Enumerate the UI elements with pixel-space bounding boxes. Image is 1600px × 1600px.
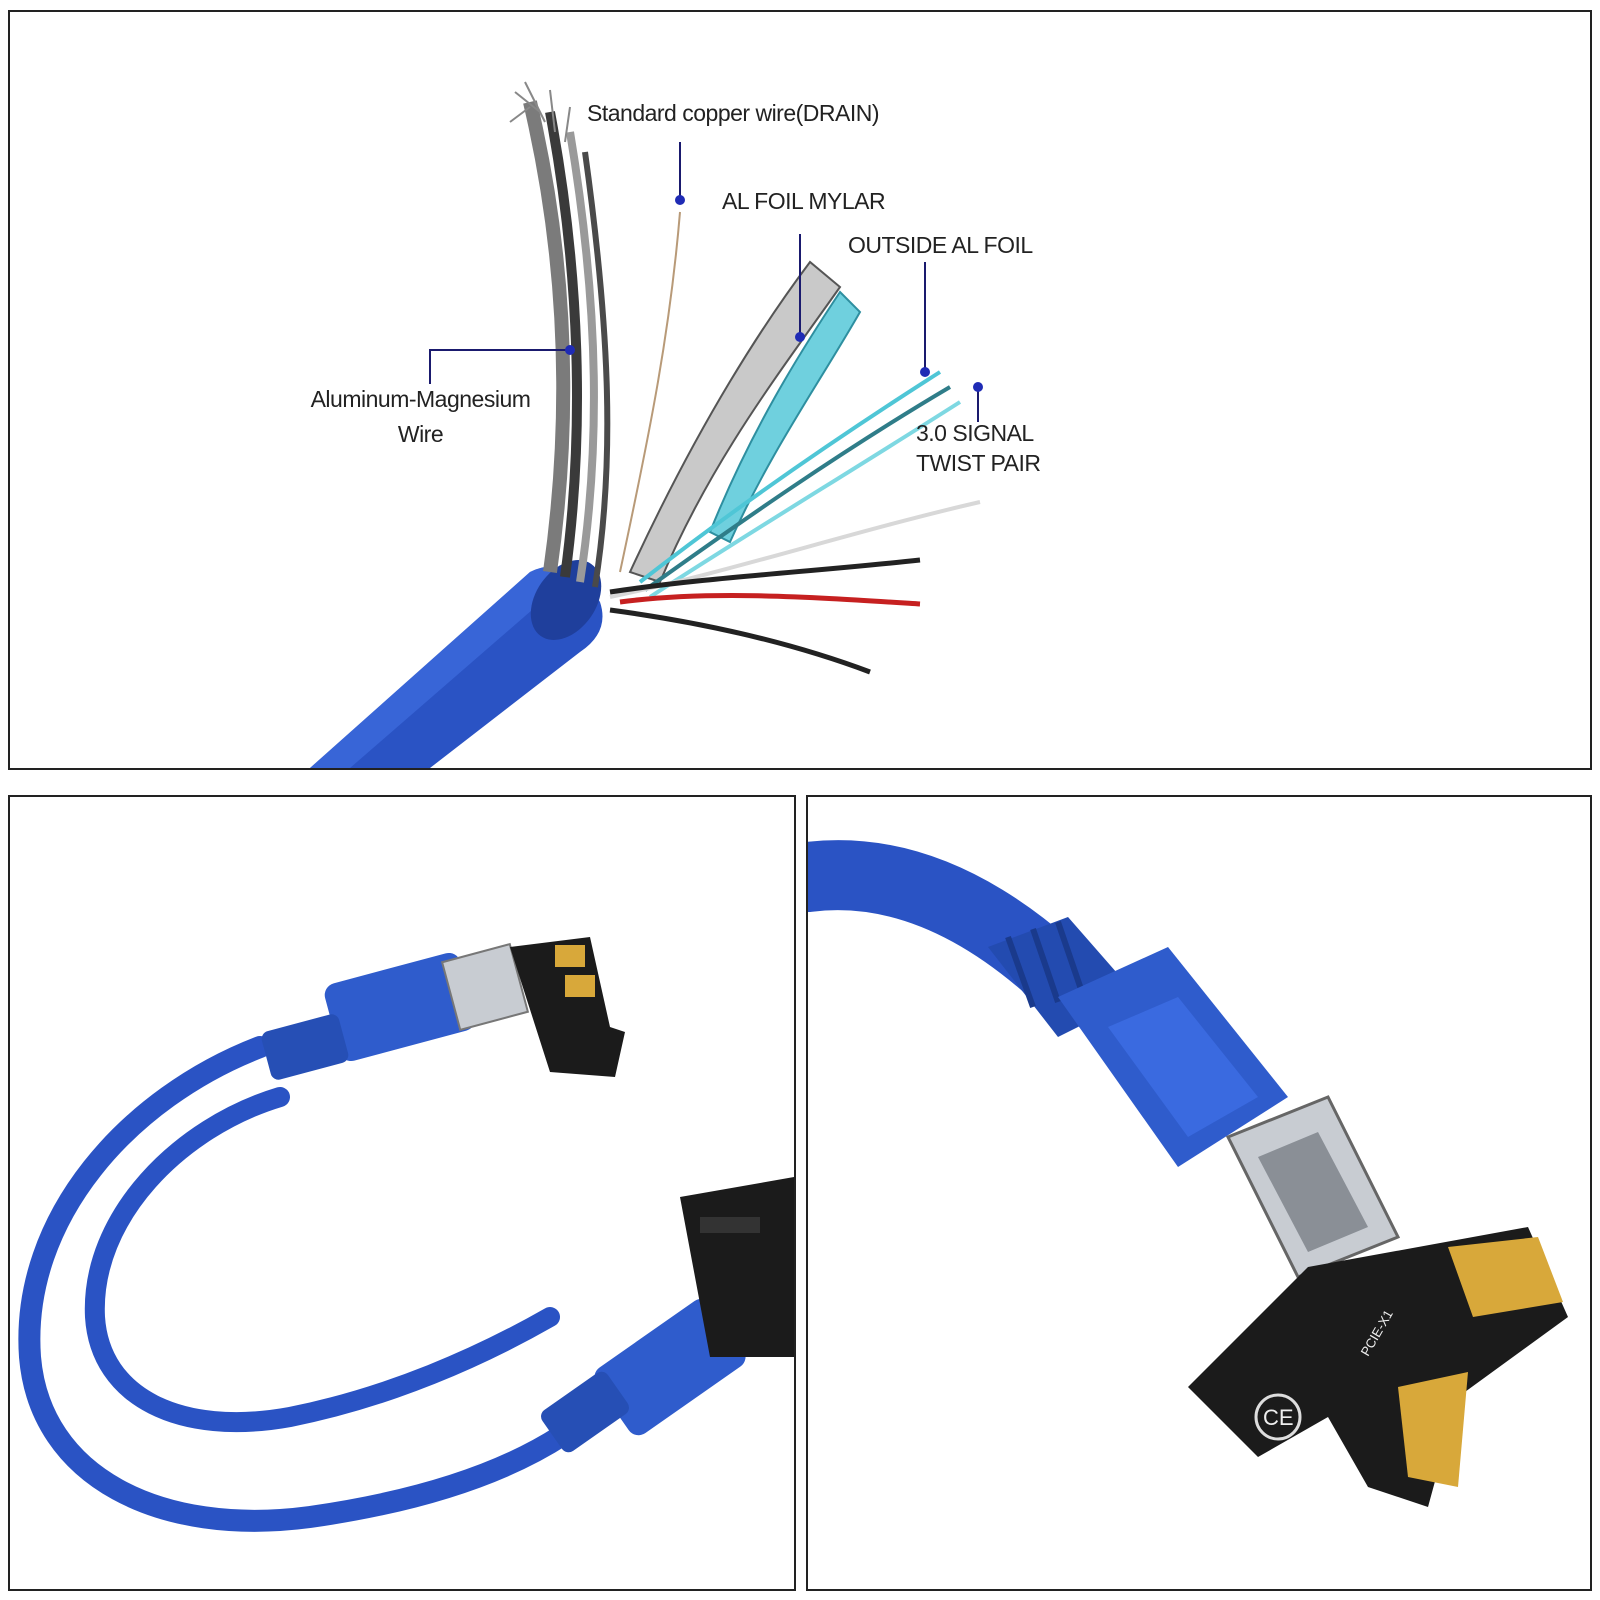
label-signal-twist-pair: 3.0 SIGNAL TWIST PAIR bbox=[916, 418, 1041, 478]
foil-mylar bbox=[628, 260, 862, 584]
pcie-x1-riser-card: CE PCIE-X1 bbox=[1188, 1227, 1568, 1507]
label-aluminum-magnesium-line1: Aluminum-Magnesium bbox=[310, 386, 531, 412]
label-outside-al-foil: OUTSIDE AL FOIL bbox=[848, 232, 1033, 258]
usb-a-plug-body bbox=[1058, 947, 1288, 1167]
label-signal-line1: 3.0 SIGNAL bbox=[916, 420, 1034, 446]
label-al-foil-mylar: AL FOIL MYLAR bbox=[722, 188, 886, 214]
usb-cable-loop bbox=[18, 1036, 621, 1532]
usb-cable-loop-illustration bbox=[18, 937, 794, 1532]
drain-wire bbox=[619, 211, 681, 573]
label-aluminum-magnesium-line2: Wire bbox=[397, 421, 444, 447]
pcie-riser-card-upper bbox=[510, 937, 625, 1077]
usb-a-socket-metal bbox=[1225, 1095, 1401, 1279]
callout-leaders bbox=[429, 142, 979, 422]
cable-cross-section-illustration bbox=[310, 81, 983, 768]
label-drain-wire: Standard copper wire(DRAIN) bbox=[587, 100, 880, 126]
callout-dots bbox=[565, 195, 983, 392]
cable-jacket bbox=[310, 560, 603, 768]
aluminum-magnesium-braid bbox=[509, 81, 611, 588]
label-signal-line2: TWIST PAIR bbox=[916, 450, 1041, 476]
connector-closeup-panel: CE PCIE-X1 bbox=[806, 795, 1592, 1591]
pcie-riser-card-lower bbox=[680, 1177, 794, 1357]
usb-connector-closeup-illustration: CE PCIE-X1 bbox=[808, 840, 1568, 1507]
cable-loop-photo-panel bbox=[8, 795, 796, 1591]
power-wires bbox=[609, 557, 921, 675]
usb-a-connector-upper bbox=[261, 942, 530, 1080]
ce-mark-icon bbox=[1254, 1393, 1302, 1441]
label-aluminum-magnesium: Aluminum-Magnesium Wire bbox=[278, 386, 563, 448]
cable-cross-section-panel: Standard copper wire(DRAIN) AL FOIL MYLA… bbox=[8, 10, 1592, 770]
ce-mark-text: CE bbox=[1263, 1405, 1294, 1430]
